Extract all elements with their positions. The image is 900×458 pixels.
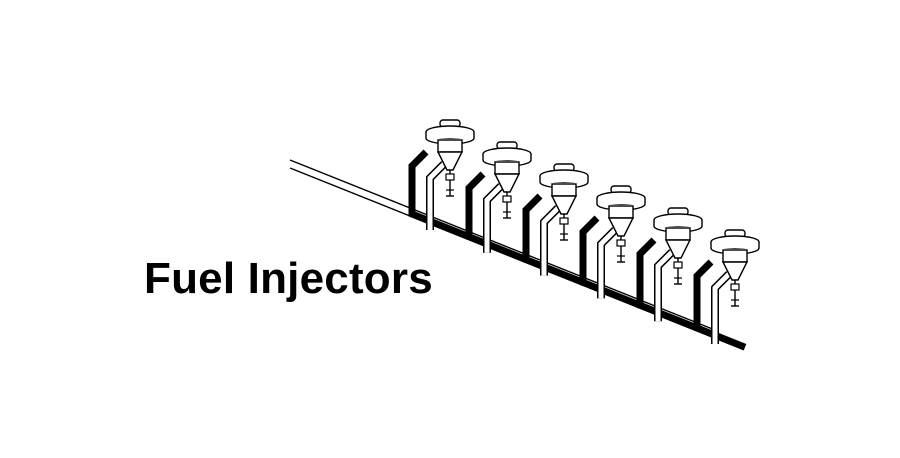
fuel-lines: [289, 149, 747, 351]
fuel-injector: [710, 229, 760, 307]
return-line-segment: [408, 149, 471, 241]
injector-flange-side: [483, 154, 531, 160]
injector-flange-side: [426, 132, 474, 138]
injector-cone: [664, 239, 692, 259]
injector-flange-side: [597, 198, 645, 204]
feed-pipe-inner: [712, 272, 731, 344]
main-rail-upper-edge: [289, 159, 716, 331]
injector-body: [665, 227, 691, 241]
fuel-injector: [653, 207, 703, 285]
feed-pipe-inner: [655, 250, 674, 322]
injector-cone: [607, 217, 635, 237]
fuel-injector: [539, 163, 589, 241]
return-line-segment: [522, 193, 585, 286]
return-line-segment: [636, 237, 699, 332]
return-line-segment: [465, 171, 528, 263]
injector-body: [608, 205, 634, 219]
fuel-injector: [482, 141, 532, 219]
feed-pipe-inner: [484, 184, 503, 253]
injector-nozzle-collar: [502, 195, 512, 203]
injector-cone: [721, 261, 749, 281]
injector-body: [494, 161, 520, 175]
feed-pipe-inner: [598, 228, 617, 299]
injector-nozzle-collar: [616, 239, 626, 247]
injector-nozzle-collar: [730, 283, 740, 291]
injector-flange-side: [654, 220, 702, 226]
diagram-title: Fuel Injectors: [144, 254, 433, 303]
injector-cone: [436, 151, 464, 171]
feed-pipe-inner: [427, 162, 446, 230]
feed-pipe-inner: [541, 206, 560, 276]
injector-group: [425, 119, 760, 307]
injector-cone: [493, 173, 521, 193]
return-line-segment: [693, 259, 747, 351]
injector-flange-side: [711, 242, 759, 248]
fuel-injector: [596, 185, 646, 263]
injector-nozzle-collar: [559, 217, 569, 225]
injector-body: [437, 139, 463, 153]
fuel-injector: [425, 119, 475, 197]
injector-flange-side: [540, 176, 588, 182]
injector-body: [551, 183, 577, 197]
injector-cone: [550, 195, 578, 215]
injector-nozzle-collar: [445, 173, 455, 181]
injector-body: [722, 249, 748, 263]
return-line-segment: [579, 215, 642, 309]
injector-nozzle-collar: [673, 261, 683, 269]
